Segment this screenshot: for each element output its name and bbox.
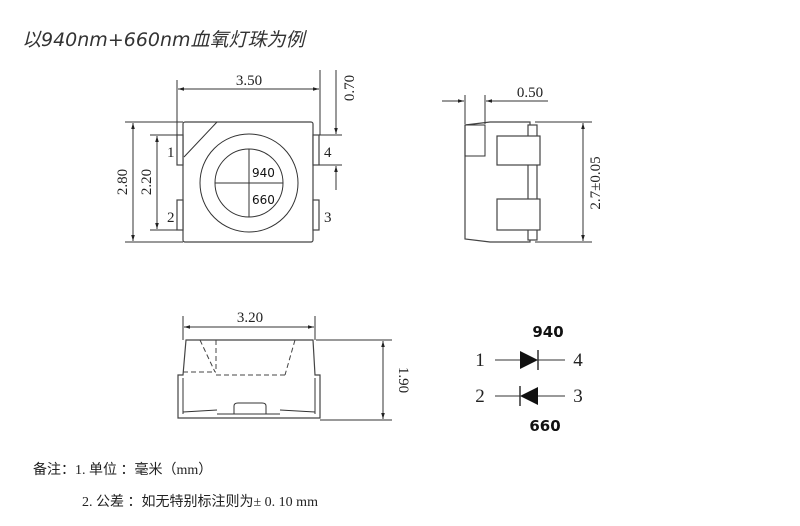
- pin-label-3: 3: [324, 210, 332, 226]
- pin-label-1: 1: [167, 145, 175, 161]
- note-line-2: 2. 公差 ：如无特别标注则为± 0. 10 mm: [82, 494, 318, 510]
- chip-label-940: 940: [252, 166, 275, 180]
- dim-0-70: 0.70: [342, 75, 358, 101]
- pad-4: [312, 134, 320, 166]
- pad-2: [176, 199, 184, 231]
- schem-pin-4: 4: [573, 350, 583, 371]
- front-body: [177, 339, 321, 419]
- diode-940-icon: [520, 351, 538, 369]
- dim-2-7: 2.7±0.05: [588, 156, 604, 209]
- orientation-chamfer: [183, 121, 218, 158]
- chip-label-660: 660: [252, 193, 275, 207]
- dim-3-20: 3.20: [237, 310, 263, 326]
- pin-label-2: 2: [167, 210, 175, 226]
- side-pad-bottom: [496, 198, 541, 231]
- label-660: 660: [529, 417, 560, 435]
- dim-3-50: 3.50: [236, 73, 262, 89]
- diode-schematic: 940 1 4 2 3 660: [475, 323, 583, 435]
- schem-pin-3: 3: [573, 386, 583, 407]
- schem-pin-1: 1: [475, 350, 485, 371]
- side-pad-top: [496, 135, 541, 166]
- top-view: 940 660 1 2 3 4 3.50 0.70 2.80 2.20: [115, 70, 358, 243]
- top-body: [182, 121, 314, 243]
- pad-3: [312, 199, 320, 231]
- side-strip: [527, 124, 538, 241]
- dim-0-50: 0.50: [517, 85, 543, 101]
- front-view: 3.20 1.90: [177, 310, 411, 421]
- schem-pin-2: 2: [475, 386, 485, 407]
- pin-label-4: 4: [324, 145, 332, 161]
- label-940: 940: [532, 323, 563, 341]
- dim-1-90: 1.90: [395, 367, 411, 393]
- dim-2-20: 2.20: [139, 169, 155, 195]
- lens-outer: [199, 133, 299, 233]
- side-notch: [464, 124, 486, 157]
- dim-2-80: 2.80: [115, 169, 131, 195]
- pad-1: [176, 134, 184, 166]
- side-view: 0.50 2.7±0.05: [442, 85, 604, 243]
- diode-660-icon: [520, 387, 538, 405]
- note-line-1: 备注：1. 单位 ：毫米（mm）: [33, 461, 212, 478]
- page-title: 以940nm+660nm血氧灯珠为例: [22, 29, 308, 51]
